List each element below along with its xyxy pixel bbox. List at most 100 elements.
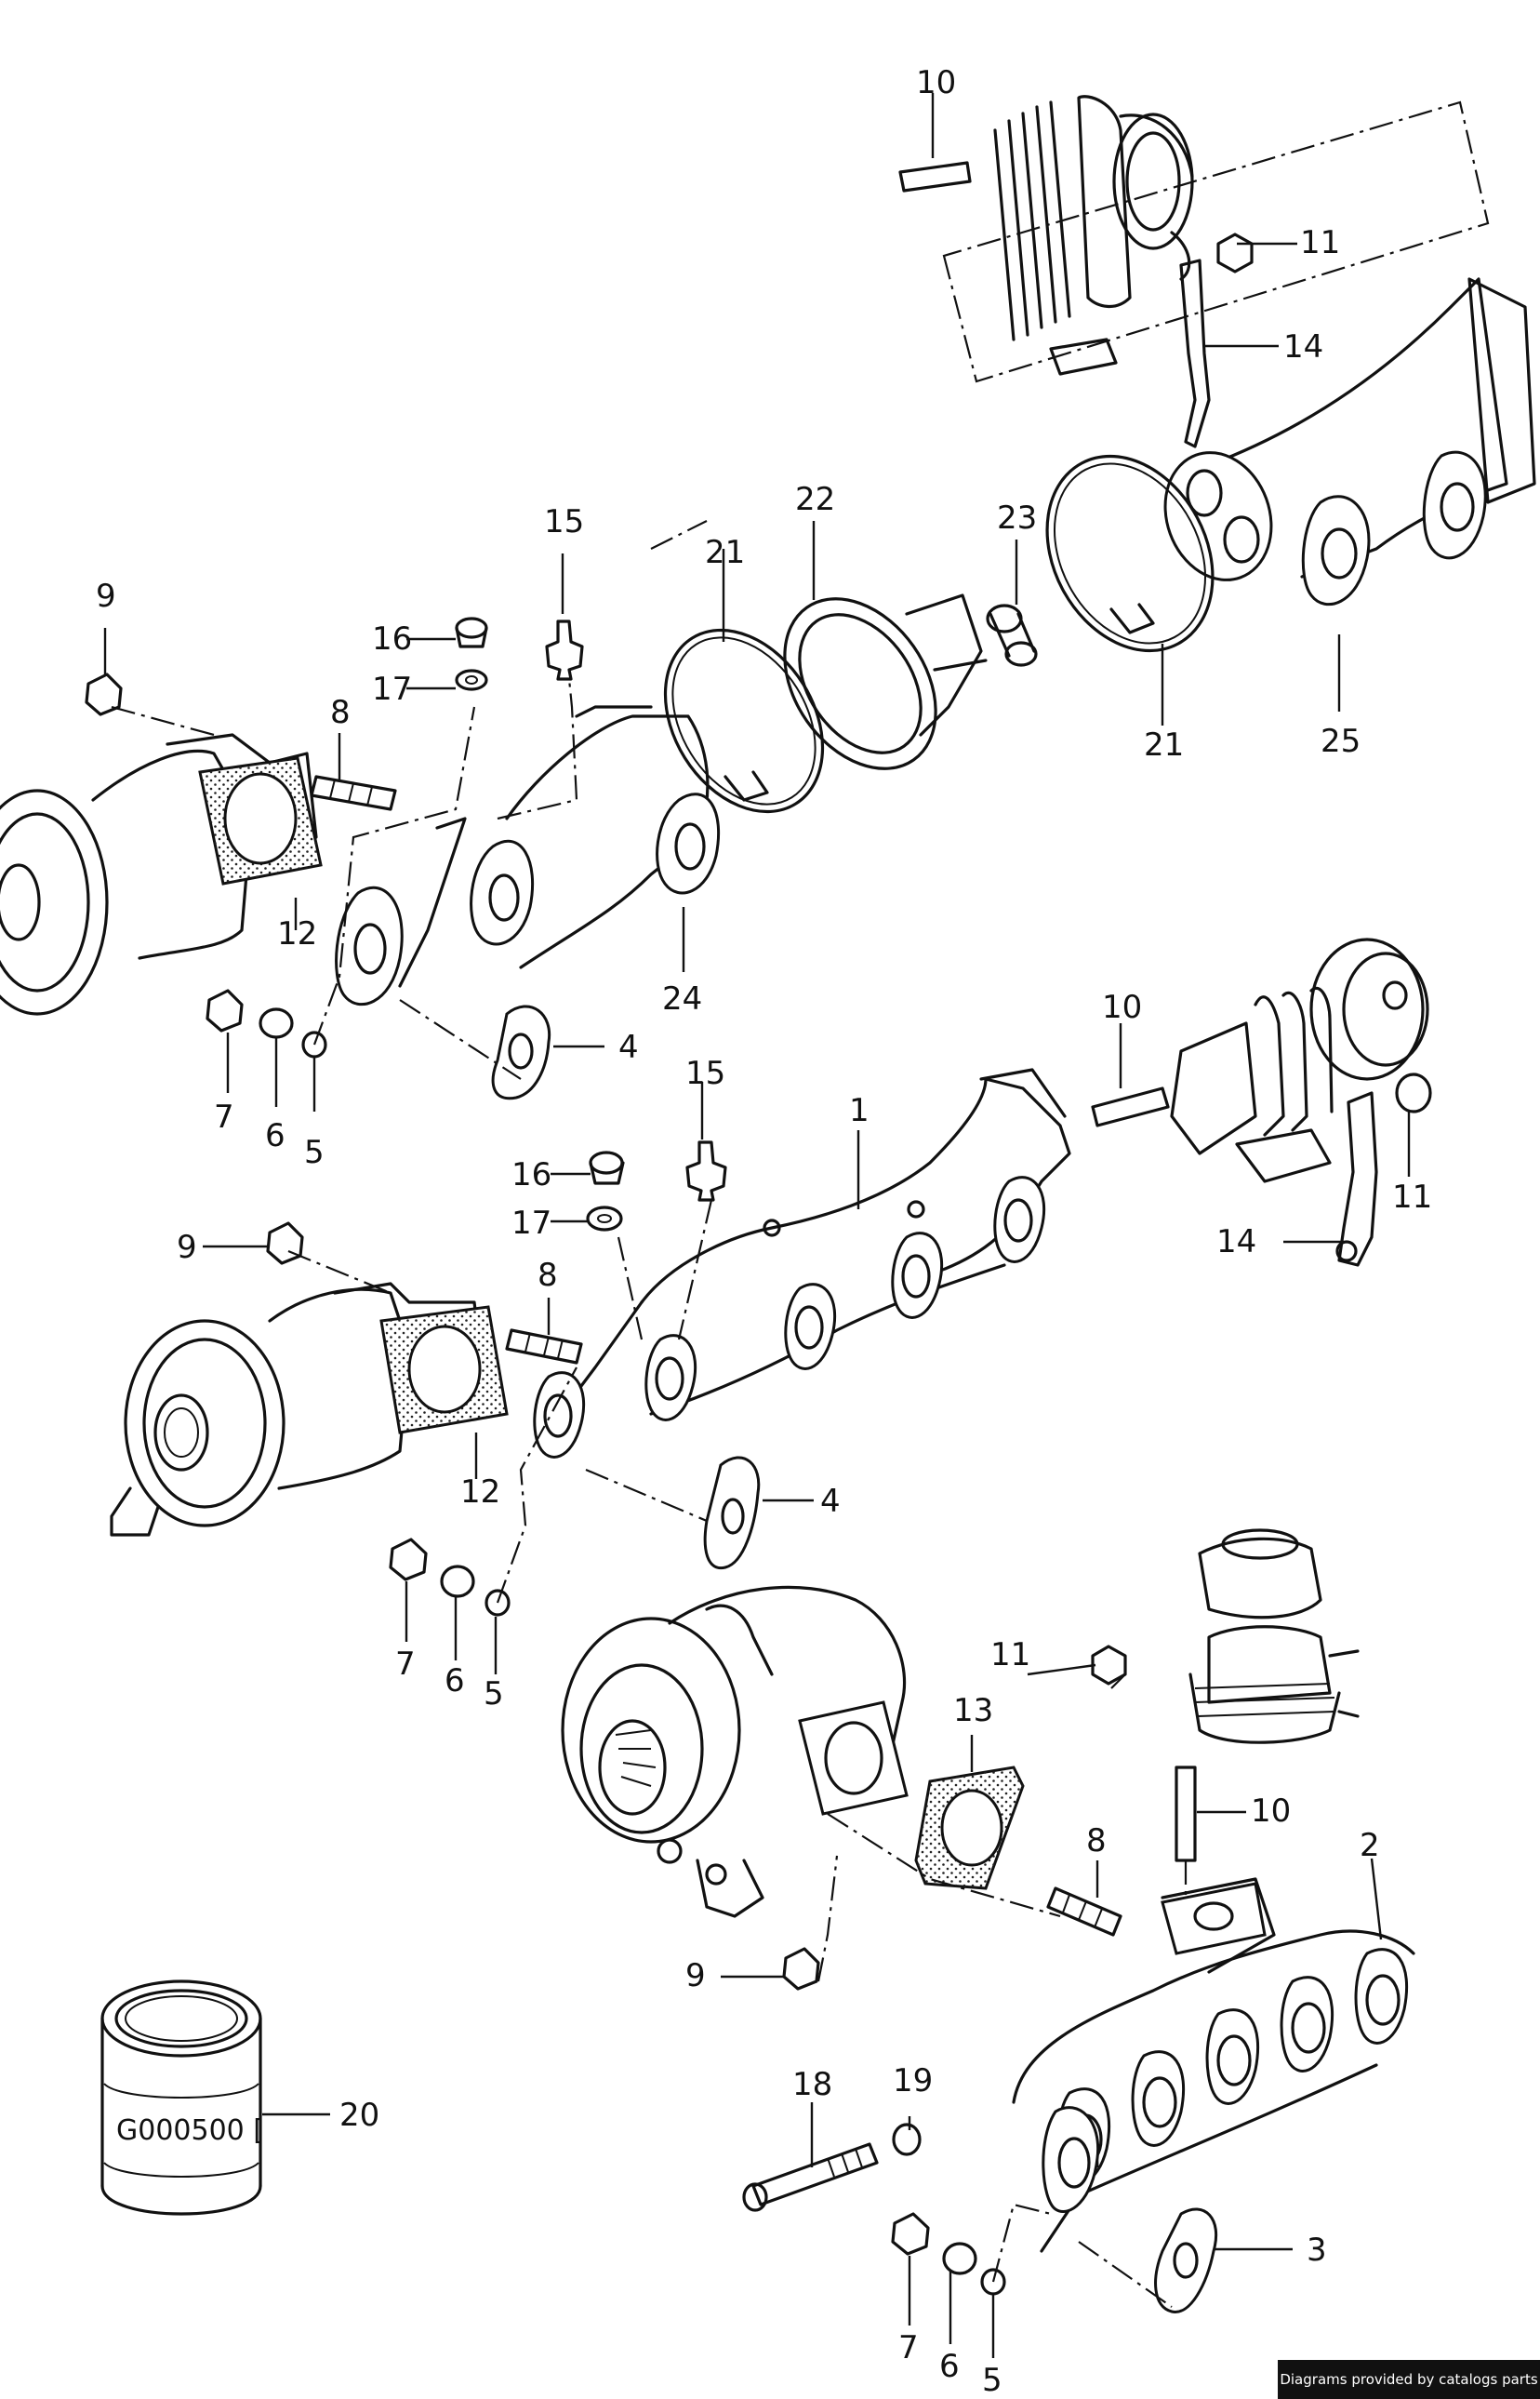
callout-11: 11 [1300,224,1340,261]
gasket-12-middle-icon [379,1305,509,1434]
gasket-4-top-icon [491,1005,551,1100]
callout-4: 4 [618,1029,639,1066]
callout-11: 11 [990,1636,1030,1673]
turbocharger-top-right-icon [942,95,1490,383]
stud-10-top-icon [898,161,972,193]
bolt-18-icon [742,2142,879,2212]
gasket-13-icon [914,1766,1025,1890]
callout-15: 15 [544,503,584,540]
callout-17: 17 [372,671,412,708]
callout-14: 14 [1283,328,1323,366]
callout-8: 8 [330,694,351,731]
callout-12: 12 [277,915,317,953]
washer-17-middle-icon [586,1206,623,1232]
bracket-14-top-icon [1179,259,1211,448]
callout-4: 4 [820,1483,841,1520]
clamp-ring-left-icon [663,628,825,814]
bolt-16-top-icon [455,617,488,648]
callout-25: 25 [1321,723,1361,760]
callout-21: 21 [1144,726,1184,764]
callout-16: 16 [372,620,412,658]
callout-13: 13 [953,1692,993,1729]
callout-3: 3 [1307,2232,1327,2269]
callout-14: 14 [1216,1223,1256,1260]
callout-17: 17 [511,1205,551,1242]
top-assembly [0,95,1536,1100]
nut-7-top-icon [206,989,244,1033]
callout-6: 6 [445,1662,465,1699]
middle-assembly [110,938,1432,1617]
callout-1: 1 [849,1092,870,1129]
sleeve-20-stamp: G000500 [ [116,2114,264,2147]
bottom-assembly: G000500 [ [100,1528,1415,2313]
nut-9-top-icon [85,673,123,716]
sleeve-23-icon [986,604,1038,667]
callout-7: 7 [214,1099,234,1136]
stud-10-middle-icon [1091,1086,1170,1127]
washer-17-top-icon [455,669,488,691]
callout-23: 23 [997,500,1037,537]
bolt-16-middle-icon [589,1151,625,1185]
clamp-ring-right-icon [1045,454,1215,653]
stud-8-top-icon [310,775,397,811]
callout-5: 5 [982,2362,1002,2399]
callout-20: 20 [339,2097,379,2134]
nut-9-middle-icon [266,1221,304,1265]
intake-elbow-top-icon [1163,277,1536,606]
callout-2: 2 [1360,1827,1380,1864]
leader-lines [103,93,1411,2358]
callout-11: 11 [1392,1179,1432,1216]
gasket-3-icon [1154,2207,1218,2313]
callout-9: 9 [177,1229,197,1266]
turbocharger-middle-right-icon [1170,938,1429,1183]
callout-5: 5 [304,1134,325,1171]
callout-19: 19 [893,2062,933,2099]
bracket-14-middle-icon [1337,1091,1378,1267]
callout-8: 8 [1086,1822,1107,1859]
callout-12: 12 [460,1473,500,1511]
sleeve-20-icon: G000500 [ [100,1979,264,2216]
washer-19-icon [892,2123,922,2156]
nut-6-bottom-icon [942,2242,977,2275]
callout-24: 24 [662,980,702,1018]
exhaust-manifold-2-icon [1012,1877,1415,2253]
callout-21: 21 [705,534,745,571]
callout-6: 6 [939,2348,960,2385]
exhaust-manifold-1-icon [533,1068,1071,1459]
callout-18: 18 [792,2066,832,2103]
sensor-15-middle-icon [685,1140,727,1202]
stud-8-middle-icon [505,1328,583,1365]
stud-8-bottom-icon [1046,1886,1122,1937]
callout-22: 22 [795,481,835,518]
callout-10: 10 [1251,1793,1291,1830]
gasket-12-top-icon [198,756,323,886]
sensor-15-top-icon [545,620,584,681]
nut-6-middle-icon [440,1565,475,1598]
callout-8: 8 [538,1257,558,1294]
callout-10: 10 [916,64,956,101]
nut-11-top-icon [1216,233,1254,273]
callout-7: 7 [395,1646,416,1683]
callout-9: 9 [685,1957,706,1994]
callout-7: 7 [898,2329,919,2366]
callout-15: 15 [685,1055,725,1092]
callout-6: 6 [265,1117,285,1154]
nut-9-bottom-icon [782,1947,820,1991]
manifold-24-icon [335,705,721,1006]
callout-5: 5 [484,1675,504,1713]
callout-10: 10 [1102,989,1142,1026]
washer-5-middle-icon [485,1589,511,1617]
nut-6-top-icon [259,1007,294,1039]
turbocharger-bottom-icon [561,1585,907,1918]
nut-7-bottom-icon [891,2212,930,2256]
credit-banner: Diagrams provided by catalogs parts [1278,2360,1540,2399]
stud-10-bottom-icon [1175,1766,1197,1862]
hose-22-icon [783,593,988,770]
callout-16: 16 [511,1156,551,1193]
sensor-11-bottom-icon [1188,1528,1360,1744]
callout-labels: 10 11 14 9 16 17 15 8 12 21 22 23 21 25 … [96,64,1432,2399]
callout-9: 9 [96,578,116,615]
nut-7-middle-icon [389,1538,428,1581]
gasket-4-middle-icon [703,1456,761,1570]
